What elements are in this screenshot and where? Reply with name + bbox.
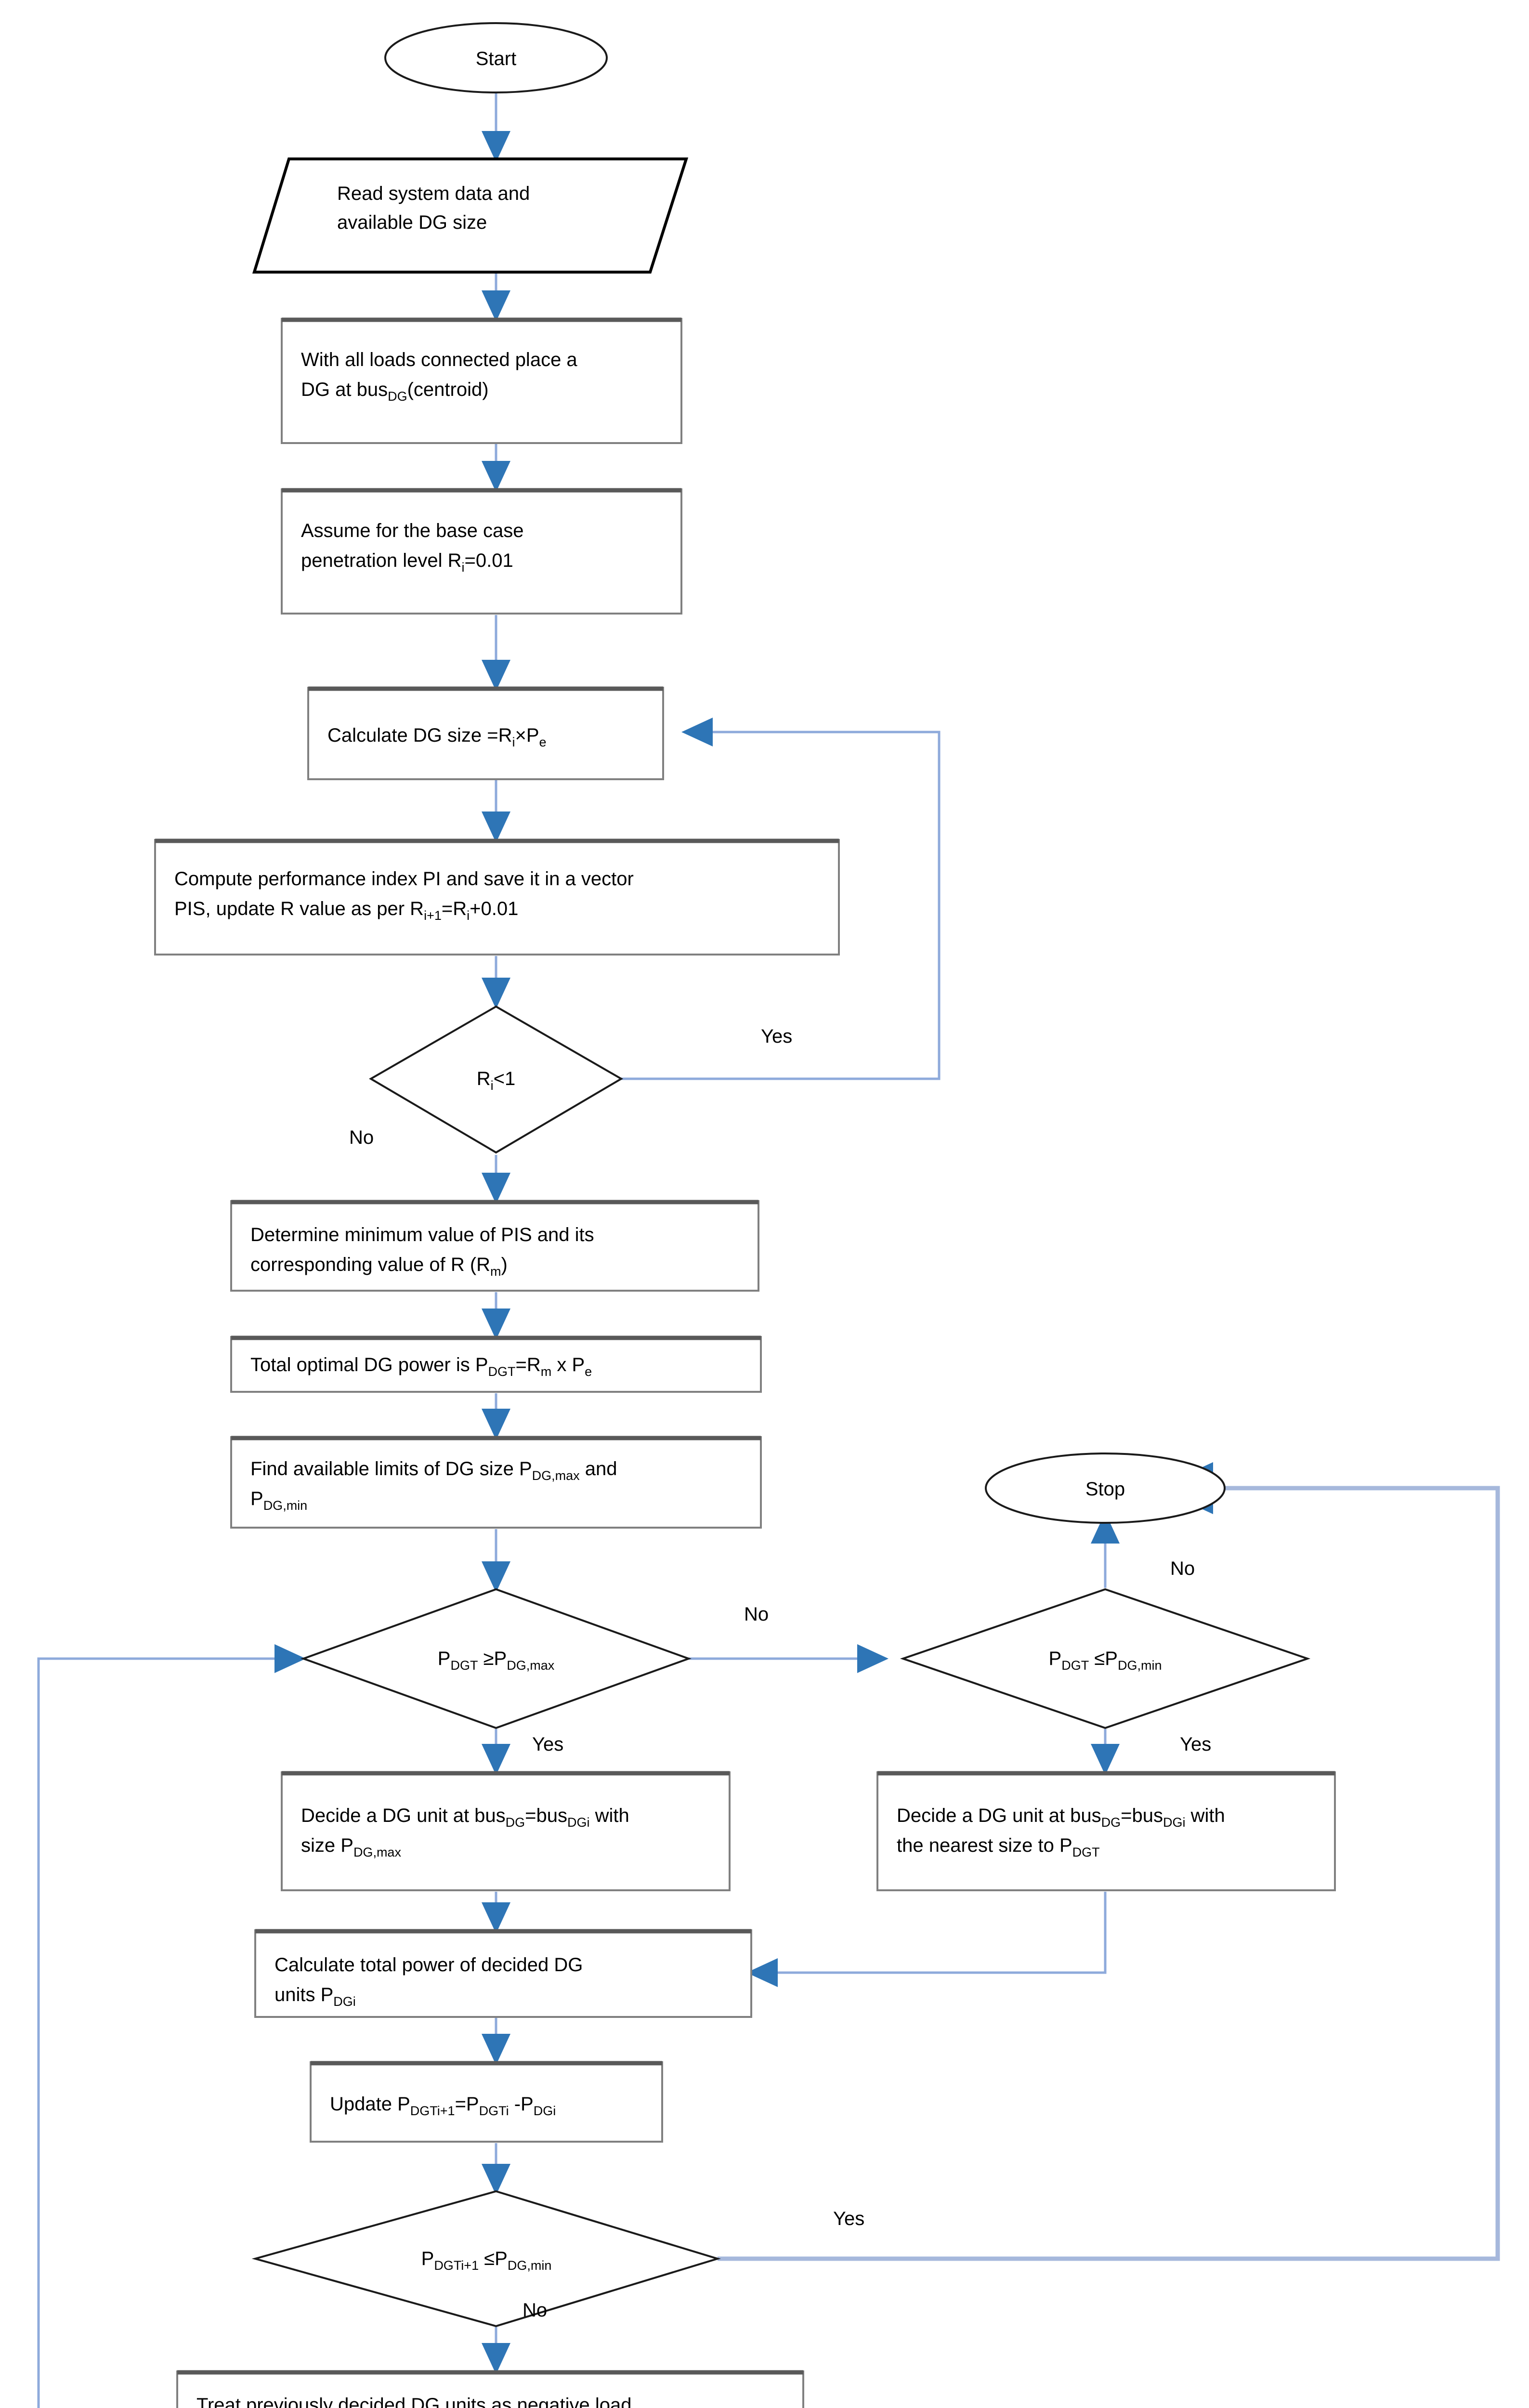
decision-last-label: PDGTi+1 ≤PDG,min: [421, 2248, 552, 2273]
minpis-line1: Determine minimum value of PIS and its: [250, 1224, 594, 1245]
label-ri-no: No: [349, 1127, 374, 1148]
decidemax-line1: Decide a DG unit at busDG=busDGi with: [301, 1805, 629, 1830]
calc-total-shape: [254, 1929, 752, 2018]
update-power-shape: [310, 2061, 663, 2143]
label-max-yes: Yes: [532, 1734, 563, 1755]
decision-max-shape: [301, 1588, 692, 1729]
node-decision-min[interactable]: PDGT ≤PDG,min: [900, 1588, 1311, 1729]
label-last-no: No: [523, 2300, 547, 2321]
node-update-power[interactable]: Update PDGTi+1=PDGTi -PDGi: [310, 2061, 663, 2143]
compute-pi-shape: [154, 839, 840, 955]
assume-base-shape: [281, 488, 682, 615]
label-ri-yes: Yes: [761, 1026, 792, 1047]
node-find-limits[interactable]: Find available limits of DG size PDG,max…: [230, 1436, 762, 1529]
computepi-line1: Compute performance index PI and save it…: [174, 868, 634, 890]
node-stop[interactable]: Stop: [985, 1453, 1226, 1524]
label-min-no: No: [1170, 1558, 1195, 1579]
decision-max-label: PDGT ≥PDG,max: [438, 1648, 555, 1673]
calctotal-line1: Calculate total power of decided DG: [274, 1954, 583, 1976]
label-max-no: No: [744, 1604, 769, 1625]
decide-nearest-shape: [876, 1771, 1336, 1891]
edge-decri-yes-loop: [557, 718, 941, 1080]
computepi-line2: PIS, update R value as per Ri+1=Ri+0.01: [174, 898, 518, 923]
label-last-yes: Yes: [833, 2208, 864, 2229]
minpis-line2: corresponding value of R (Rm): [250, 1254, 508, 1279]
node-start[interactable]: Start: [384, 22, 608, 93]
treat-shape: [176, 2370, 804, 2408]
edge-declast-yes-stoploop: [718, 1462, 1500, 2261]
total-power-shape: [230, 1336, 762, 1393]
node-decision-ri[interactable]: Ri<1: [369, 1005, 623, 1154]
connectors: [37, 92, 1500, 2408]
node-read-input[interactable]: Read system data and available DG size: [252, 157, 689, 274]
node-compute-pi[interactable]: Compute performance index PI and save it…: [154, 838, 840, 955]
node-min-pis[interactable]: Determine minimum value of PIS and its c…: [230, 1200, 759, 1292]
calculate-dg-size-shape: [307, 687, 664, 780]
min-pis-shape: [230, 1200, 759, 1292]
node-decision-max[interactable]: PDGT ≥PDG,max: [301, 1588, 692, 1729]
assume-line1: Assume for the base case: [301, 520, 523, 541]
read-input-shape: [252, 157, 689, 274]
place-dg-shape: [281, 318, 682, 444]
node-decide-max[interactable]: Decide a DG unit at busDG=busDGi with si…: [281, 1771, 731, 1891]
find-limits-shape: [230, 1436, 762, 1529]
node-calculate-dg-size[interactable]: Calculate DG size =Ri×Pe: [307, 686, 664, 780]
decision-min-shape: [900, 1588, 1311, 1729]
node-decision-last[interactable]: PDGTi+1 ≤PDG,min: [251, 2190, 721, 2328]
place-line2: DG at busDG(centroid): [301, 379, 489, 404]
assume-line2: penetration level Ri=0.01: [301, 550, 513, 575]
decision-last-shape: [251, 2190, 721, 2328]
stop-terminator-shape: [985, 1453, 1226, 1524]
decision-ri-label: Ri<1: [477, 1068, 516, 1093]
read-line1: Read system data and: [337, 183, 530, 204]
start-label: Start: [476, 48, 516, 69]
node-total-power[interactable]: Total optimal DG power is PDGT=Rm x Pe: [230, 1335, 762, 1393]
label-min-yes: Yes: [1180, 1734, 1211, 1755]
decision-ri-shape: [369, 1005, 623, 1154]
decision-min-label: PDGT ≤PDG,min: [1049, 1648, 1162, 1673]
totalp-line1: Total optimal DG power is PDGT=Rm x Pe: [250, 1354, 592, 1379]
decidenear-line1: Decide a DG unit at busDG=busDGi with: [897, 1805, 1225, 1830]
update-line1: Update PDGTi+1=PDGTi -PDGi: [330, 2094, 556, 2118]
stop-label: Stop: [1085, 1479, 1125, 1500]
limits-line2: PDG,min: [250, 1488, 307, 1513]
calcsize-line1: Calculate DG size =Ri×Pe: [327, 725, 547, 749]
limits-line1: Find available limits of DG size PDG,max…: [250, 1458, 617, 1483]
decidenear-line2: the nearest size to PDGT: [897, 1835, 1100, 1859]
edge-centroid-decmax-loop: [37, 1644, 306, 2408]
calctotal-line2: units PDGi: [274, 1984, 356, 2009]
node-decide-nearest[interactable]: Decide a DG unit at busDG=busDGi with th…: [876, 1771, 1336, 1891]
node-assume-base[interactable]: Assume for the base case penetration lev…: [281, 488, 682, 615]
treat-line1: Treat previously decided DG units as neg…: [196, 2395, 631, 2408]
edge-decidenear-calctotal: [746, 1892, 1107, 1987]
node-treat-negative-load[interactable]: Treat previously decided DG units as neg…: [176, 2370, 804, 2408]
decidemax-line2: size PDG,max: [301, 1835, 401, 1859]
decide-max-shape: [281, 1771, 731, 1891]
node-place-dg[interactable]: With all loads connected place a DG at b…: [281, 317, 682, 444]
read-line2: available DG size: [337, 212, 487, 233]
place-line1: With all loads connected place a: [301, 349, 577, 370]
start-terminator-shape: [384, 22, 608, 93]
node-calc-total[interactable]: Calculate total power of decided DG unit…: [254, 1929, 752, 2018]
